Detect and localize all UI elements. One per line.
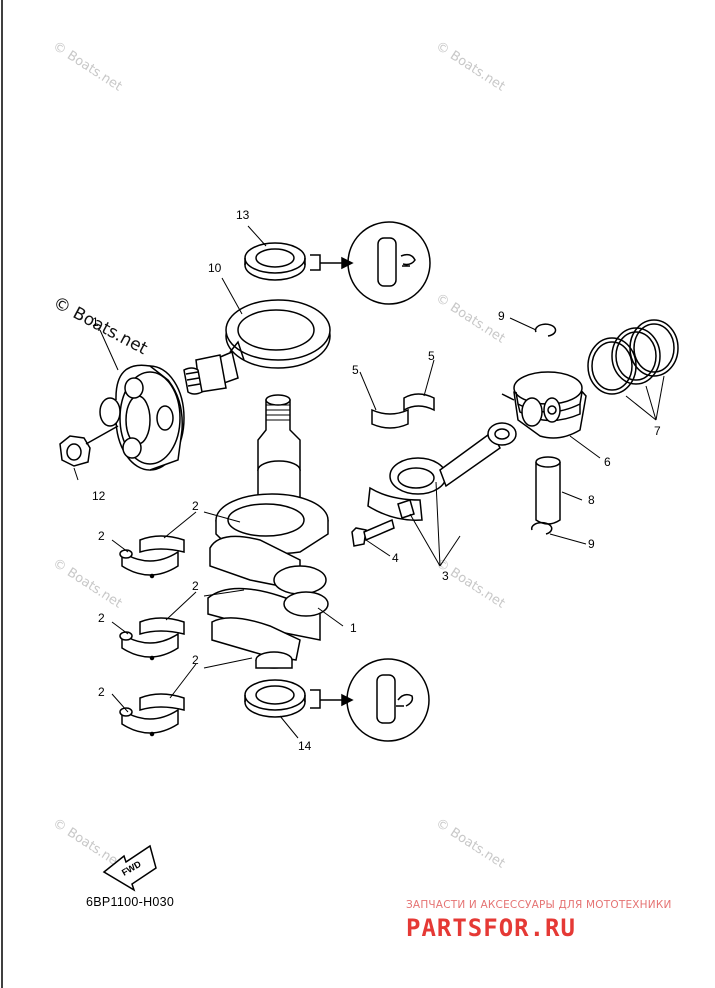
watermark: © Boats.net — [50, 556, 125, 612]
callout-14: 14 — [298, 739, 312, 753]
watermark: © Boats.net — [50, 816, 125, 872]
callout-13: 13 — [236, 208, 250, 222]
callout-5a: 5 — [352, 363, 359, 377]
watermark: © Boats.net — [433, 291, 508, 347]
conrod-bolt-4 — [351, 518, 395, 547]
callout-12: 12 — [92, 489, 106, 503]
piston-6 — [501, 371, 587, 439]
connecting-rod-3 — [367, 422, 517, 521]
oil-seal-14 — [244, 679, 306, 718]
callout-6: 6 — [604, 455, 611, 469]
crank-timing-rotor — [99, 364, 185, 471]
watermark: © Boats.net — [433, 556, 508, 612]
callout-3: 3 — [442, 569, 449, 583]
callout-5b: 5 — [428, 349, 435, 363]
watermark-prominent: © Boats.net — [50, 293, 151, 360]
diagram-code: 6BP1100-H030 — [86, 895, 174, 909]
crankshaft-1 — [207, 394, 329, 669]
callout-1: 1 — [350, 621, 357, 635]
brand-logo: ЗАПЧАСТИ И АКСЕССУАРЫ ДЛЯ МОТОТЕХНИКИ PA… — [406, 899, 672, 942]
callout-7: 7 — [654, 424, 661, 438]
watermark: © Boats.net — [433, 816, 508, 872]
brand-name: PARTSFOR.RU — [406, 914, 576, 942]
watermark: © Boats.net — [50, 39, 125, 95]
callout-2c: 2 — [192, 579, 199, 593]
oil-seal-13 — [244, 242, 306, 281]
callout-2f: 2 — [98, 685, 105, 699]
leader-lines — [73, 225, 665, 739]
nut-12 — [59, 425, 119, 467]
callout-4: 4 — [392, 551, 399, 565]
piston-rings-7 — [587, 319, 679, 395]
conrod-bearings-5 — [371, 393, 435, 429]
callout-2b: 2 — [98, 529, 105, 543]
callout-10: 10 — [208, 261, 222, 275]
brand-tagline: ЗАПЧАСТИ И АКСЕССУАРЫ ДЛЯ МОТОТЕХНИКИ — [406, 899, 672, 911]
callout-labels: 13 10 1 12 2 2 2 2 2 2 1 14 5 5 4 3 6 7 … — [92, 208, 661, 753]
grease-detail-bottom — [310, 658, 430, 742]
callout-2e: 2 — [192, 653, 199, 667]
seal-housing-10 — [183, 299, 331, 395]
piston-pin-8 — [535, 456, 561, 525]
callout-11: 1 — [92, 315, 99, 329]
callout-2a: 2 — [192, 499, 199, 513]
callout-8: 8 — [588, 493, 595, 507]
main-bearings-2 — [119, 535, 185, 737]
callout-9a: 9 — [498, 309, 505, 323]
callout-9b: 9 — [588, 537, 595, 551]
circlips-9 — [530, 323, 557, 535]
watermark: © Boats.net — [433, 39, 508, 95]
grease-detail-top — [310, 221, 431, 305]
callout-2d: 2 — [98, 611, 105, 625]
fwd-arrow-icon: FWD — [102, 844, 157, 892]
